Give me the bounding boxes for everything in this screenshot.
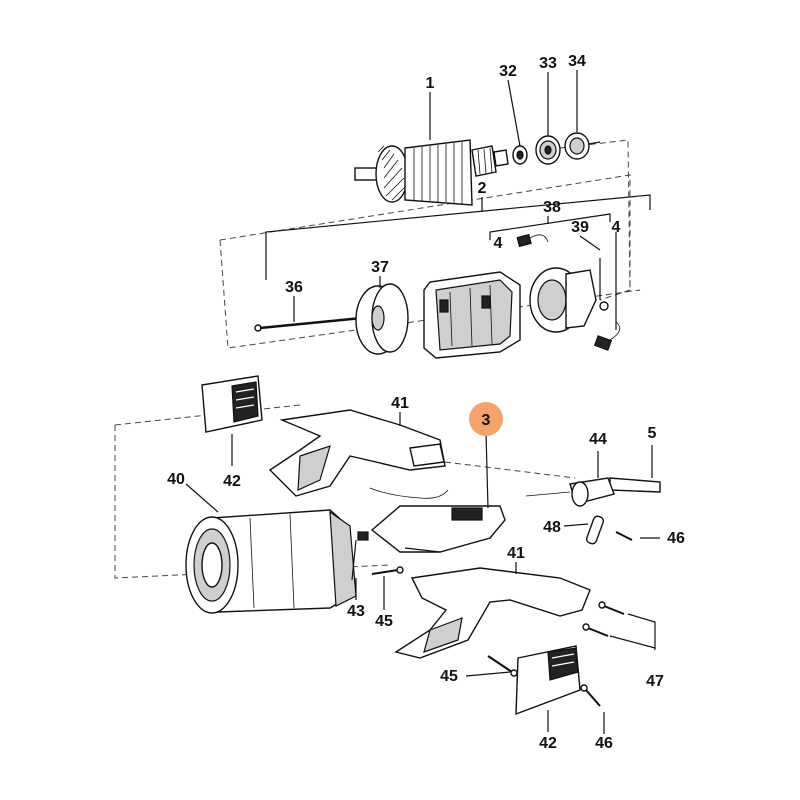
callout-41-upper: 41 (391, 395, 409, 412)
strain-relief-part-44 (525, 477, 615, 507)
screw-part-43 (351, 539, 357, 581)
carbon-brush-part-4-lower (593, 321, 621, 351)
callout-40: 40 (167, 471, 185, 488)
fan-baffle-part-37 (355, 283, 409, 355)
callout-labels: 1 32 33 34 2 38 39 4 4 36 37 41 3 42 40 … (167, 53, 685, 752)
cable-part-5 (609, 477, 661, 493)
brush-holder-ring-part (529, 267, 597, 333)
callout-33: 33 (539, 55, 557, 72)
callout-45-lower: 45 (440, 668, 458, 685)
motor-housing-part-40 (185, 509, 357, 614)
callout-4-right: 4 (612, 219, 621, 236)
field-housing-part (423, 271, 521, 359)
callout-2: 2 (478, 180, 487, 197)
leader-lines (185, 70, 660, 734)
handle-half-part-41-upper (268, 409, 446, 497)
carbon-brush-part-4-upper (516, 233, 549, 248)
screw-part-46-lower (580, 684, 601, 707)
washer-part-32 (512, 145, 528, 165)
callout-39: 39 (571, 219, 589, 236)
callout-42-upper: 42 (223, 473, 241, 490)
bearing-part-33 (535, 135, 561, 165)
callout-48: 48 (543, 519, 561, 536)
callout-46-upper: 46 (667, 530, 685, 547)
side-cover-part-42-lower (515, 645, 581, 716)
bracket-2 (265, 194, 651, 280)
handle-half-part-41-lower (394, 567, 591, 659)
callout-32: 32 (499, 63, 517, 80)
callout-34: 34 (568, 53, 586, 70)
nut-part-34 (564, 132, 601, 160)
armature-part (354, 139, 509, 206)
screws-part-47 (582, 601, 625, 637)
cable-clamp-part-48 (585, 515, 605, 545)
callout-44: 44 (589, 431, 607, 448)
callout-1: 1 (426, 75, 435, 92)
tie-rod-part-36 (254, 316, 363, 332)
callout-38: 38 (543, 199, 561, 216)
callout-45-upper: 45 (375, 613, 393, 630)
highlight-badge (469, 402, 503, 436)
callout-43: 43 (347, 603, 365, 620)
callout-4-left: 4 (494, 235, 503, 252)
callout-46-lower: 46 (595, 735, 613, 752)
bracket-47 (609, 613, 656, 650)
callout-41-lower: 41 (507, 545, 525, 562)
spring-part-39 (599, 258, 609, 311)
callout-5: 5 (648, 425, 657, 442)
side-cover-part-42-upper (201, 375, 263, 433)
callout-36: 36 (285, 279, 303, 296)
callout-3: 3 (482, 412, 491, 429)
screw-part-46-upper (615, 531, 633, 541)
bracket-38 (489, 213, 611, 240)
screw-part-45-upper (371, 566, 404, 575)
callout-47: 47 (646, 673, 664, 690)
switch-part-3 (357, 487, 506, 553)
callout-42-lower: 42 (539, 735, 557, 752)
callout-37: 37 (371, 259, 389, 276)
